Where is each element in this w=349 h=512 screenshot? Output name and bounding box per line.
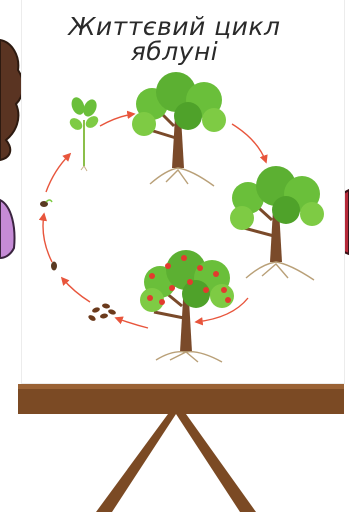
seeds-icon <box>87 303 116 322</box>
mature-tree-icon <box>230 166 324 280</box>
young-tree-icon <box>132 72 226 186</box>
sprout-icon <box>67 95 100 171</box>
germinating-seed-icon <box>40 200 52 207</box>
fruiting-tree-icon <box>140 250 234 362</box>
arrow-seeds-to-seed <box>62 278 90 302</box>
seed-icon <box>51 262 57 271</box>
arrow-seed-to-germ <box>43 214 52 262</box>
arrow-fruiting-to-seeds <box>116 318 148 328</box>
arrow-germ-to-sprout <box>46 154 70 192</box>
arrow-young-to-mature <box>232 124 266 162</box>
easel-stand <box>18 384 344 512</box>
arrow-sprout-to-young <box>100 114 134 126</box>
